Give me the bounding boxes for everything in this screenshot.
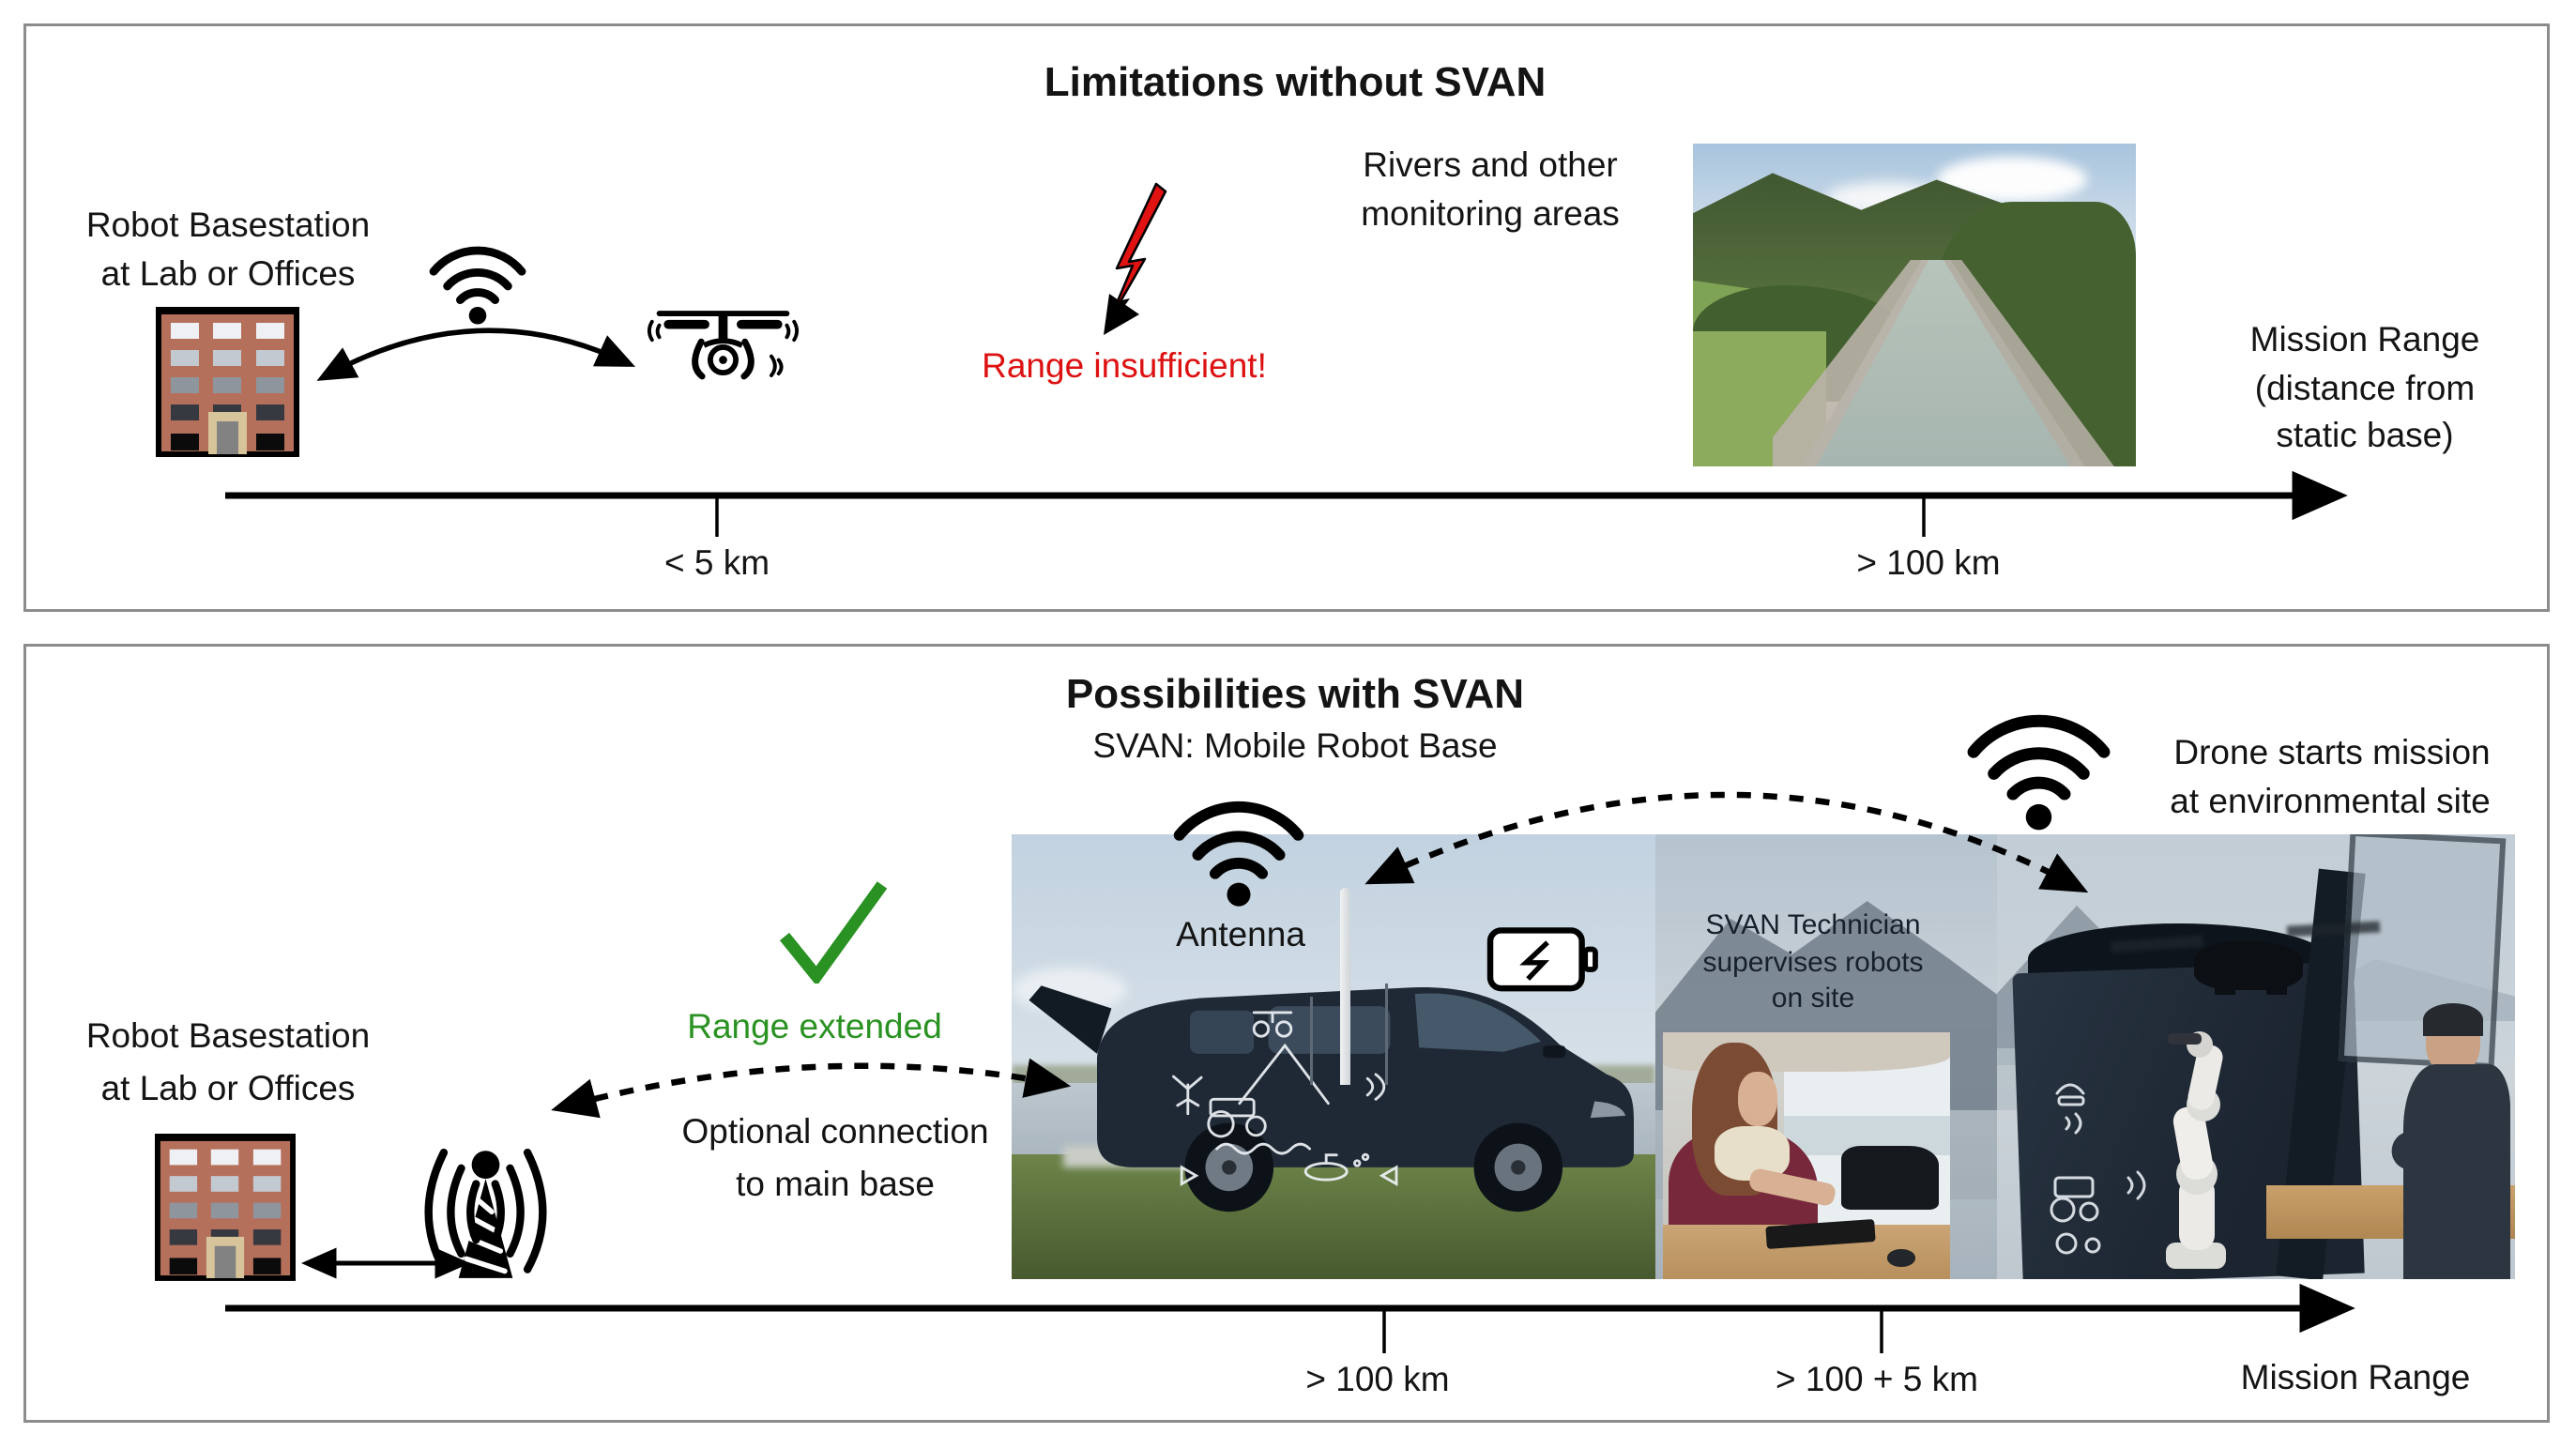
bottom-basestation-label-line1: Robot Basestation xyxy=(85,1016,371,1055)
monitoring-areas-label-line1: Rivers and other xyxy=(1363,145,1618,184)
top-basestation-label-line2: at Lab or Offices xyxy=(100,254,356,293)
van-line-art xyxy=(1171,1011,1398,1187)
drone-icon xyxy=(646,298,800,392)
top-title: Limitations without SVAN xyxy=(1044,59,1547,105)
svan-van-photo xyxy=(1012,834,1655,1279)
bottom-subtitle: SVAN: Mobile Robot Base xyxy=(1092,726,1498,765)
river-photo xyxy=(1693,144,2136,466)
antenna-label: Antenna xyxy=(1176,915,1305,953)
bottom-title: Possibilities with SVAN xyxy=(1065,671,1525,717)
range-insufficient-label: Range insufficient! xyxy=(982,346,1267,385)
wifi-icon xyxy=(1164,793,1314,909)
lightning-bolt-icon xyxy=(1098,182,1177,340)
technician-inset-photo xyxy=(1663,1032,1950,1279)
optional-connection-label-line1: Optional connection xyxy=(681,1112,989,1151)
bottom-axis-tick2-label: > 100 + 5 km xyxy=(1776,1360,1978,1398)
drone-van-photo xyxy=(1997,834,2515,1279)
antenna-mast xyxy=(1340,888,1350,1085)
van-silhouette xyxy=(1029,985,1634,1213)
drone-mission-label-line1: Drone starts mission xyxy=(2173,733,2491,771)
panel-limitations xyxy=(23,23,2550,612)
range-extended-label: Range extended xyxy=(687,1007,942,1045)
battery-icon xyxy=(1486,920,1600,1000)
top-axis-tick1-label: < 5 km xyxy=(663,543,770,582)
top-mission-range-label-line2: (distance from xyxy=(2254,369,2476,407)
optional-connection-label-line2: to main base xyxy=(736,1165,935,1203)
technician-label-line1: SVAN Technician xyxy=(1705,909,1921,940)
monitoring-areas-label-line2: monitoring areas xyxy=(1361,194,1620,233)
bottom-axis-tick1-label: > 100 km xyxy=(1305,1360,1450,1398)
technician-label-line2: supervises robots xyxy=(1702,947,1924,978)
bottom-basestation-label-line2: at Lab or Offices xyxy=(100,1069,356,1107)
technician-label-line3: on site xyxy=(1771,983,1855,1014)
wifi-icon xyxy=(422,240,533,327)
van-line-art xyxy=(2050,1083,2146,1255)
radio-tower-icon xyxy=(394,1132,577,1299)
robot-arm xyxy=(2166,1030,2227,1269)
drone-mission-label-line2: at environmental site xyxy=(2170,782,2491,820)
top-mission-range-label-line1: Mission Range xyxy=(2249,320,2480,358)
check-icon xyxy=(777,880,890,984)
office-building-icon xyxy=(155,1131,296,1284)
bottom-mission-range-label: Mission Range xyxy=(2240,1358,2471,1396)
top-basestation-label-line1: Robot Basestation xyxy=(85,206,371,244)
office-building-icon xyxy=(156,307,299,457)
wifi-icon xyxy=(1957,706,2121,833)
top-axis-tick2-label: > 100 km xyxy=(1856,543,2001,582)
top-mission-range-label-line3: static base) xyxy=(2276,416,2454,454)
technician-person xyxy=(2385,1003,2515,1279)
